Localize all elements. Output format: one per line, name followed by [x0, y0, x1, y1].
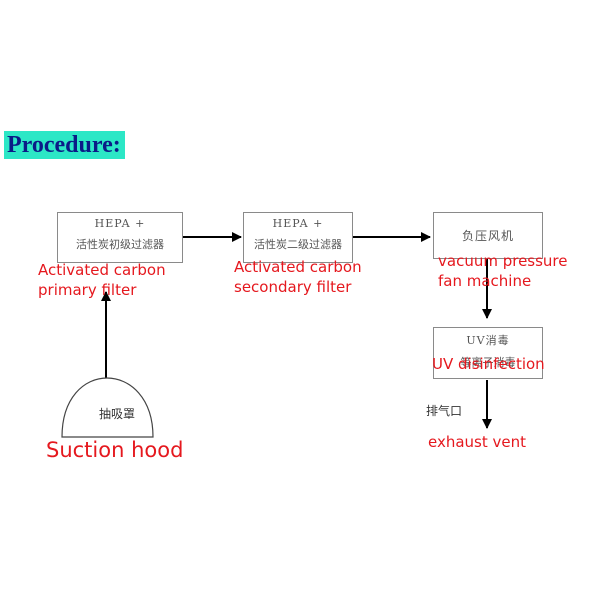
- uv-cn-line2: 等离子消毒: [460, 356, 516, 369]
- vent-cn-label: 排气口: [426, 404, 463, 418]
- primary-filter-label-line1: Activated carbon: [38, 261, 166, 279]
- suction-hood-label: Suction hood: [46, 438, 184, 462]
- secondary-filter-box: HEPA + 活性炭二级过滤器: [243, 212, 353, 263]
- fan-cn-label: 负压风机: [461, 229, 514, 243]
- suction-hood-shape: [61, 377, 154, 438]
- secondary-filter-cn-line2: 活性炭二级过滤器: [254, 238, 342, 251]
- primary-filter-label-line2: primary filter: [38, 281, 137, 299]
- fan-label-line2: fan machine: [438, 272, 532, 290]
- suction-hood-cn-label: 抽吸罩: [99, 407, 136, 421]
- primary-filter-box: HEPA + 活性炭初级过滤器: [57, 212, 183, 263]
- fan-box: 负压风机: [433, 212, 543, 259]
- secondary-filter-label-line2: secondary filter: [234, 278, 352, 296]
- uv-cn-line1: UV消毒: [466, 334, 510, 347]
- secondary-filter-cn-line1: HEPA +: [272, 217, 324, 230]
- vent-label: exhaust vent: [428, 433, 527, 451]
- primary-filter-cn-line1: HEPA +: [94, 217, 146, 230]
- uv-box: UV消毒 等离子消毒: [433, 327, 543, 379]
- primary-filter-cn-line2: 活性炭初级过滤器: [76, 238, 164, 251]
- page-title: Procedure:: [4, 131, 125, 159]
- secondary-filter-label-line1: Activated carbon: [234, 258, 362, 276]
- fan-label-line1: vacuum pressure: [438, 252, 568, 270]
- uv-label: UV disinfection: [432, 355, 545, 373]
